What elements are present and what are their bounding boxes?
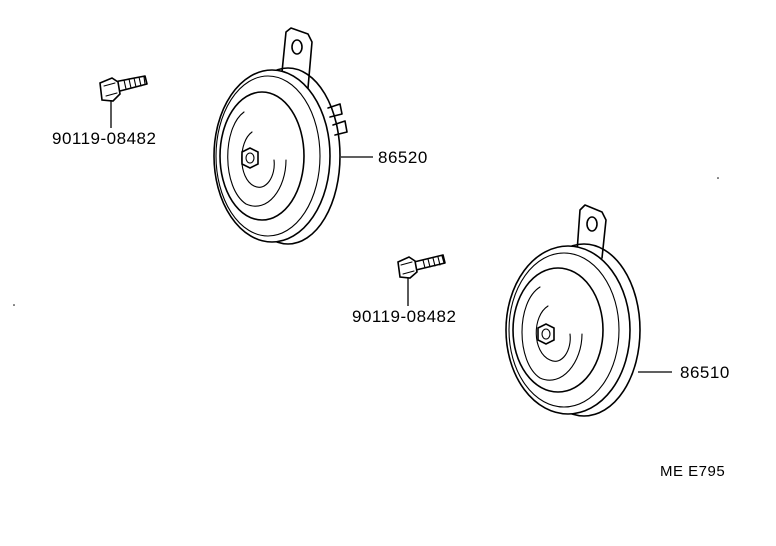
bolt-lower-drawing [397, 254, 446, 279]
horn-lower-drawing [505, 204, 641, 417]
horn-lower-part-number: 86510 [680, 363, 730, 382]
diagram-reference-code: ME E795 [660, 463, 725, 480]
bolt-upper-drawing [99, 75, 148, 102]
horn-upper-drawing [213, 27, 348, 245]
scan-speck [717, 177, 719, 179]
scan-speck [13, 304, 15, 306]
bolt-upper-part-number: 90119-08482 [52, 129, 156, 148]
bolt-lower-part-number: 90119-08482 [352, 307, 456, 326]
horn-upper-part-number: 86520 [378, 148, 428, 167]
